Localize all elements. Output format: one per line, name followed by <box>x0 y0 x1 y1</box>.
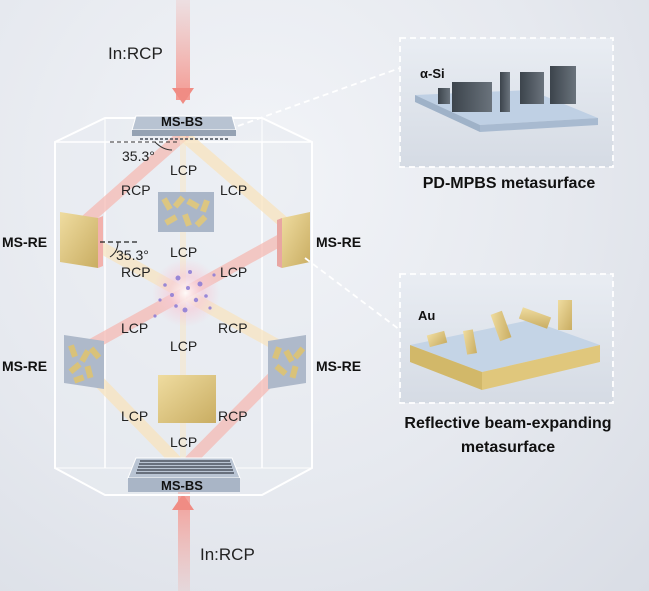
center-pattern-tile <box>158 192 214 232</box>
ms-bs-top <box>131 115 237 140</box>
gold-pillars <box>426 300 572 355</box>
inset-bottom-panel <box>399 273 614 404</box>
ms-re-upper-right <box>277 212 310 268</box>
input-beam-bottom <box>178 492 190 591</box>
center-particles <box>153 270 216 318</box>
inset-top-panel <box>399 37 614 168</box>
input-arrow-bottom <box>172 494 194 510</box>
angle-label-left: 35.3° <box>116 247 149 263</box>
ms-bs-bottom <box>127 457 241 492</box>
pol-row2-right: LCP <box>220 264 248 280</box>
inset-bottom-material: Au <box>418 308 436 323</box>
inset-top-material: α-Si <box>420 66 445 81</box>
ms-re-lower-right <box>268 335 306 389</box>
inset-top-title: PD-MPBS metasurface <box>422 175 596 192</box>
pol-row3-right: RCP <box>218 320 248 336</box>
silicon-pillars <box>438 66 576 112</box>
pol-row1-right: LCP <box>220 182 248 198</box>
pol-row3-center: LCP <box>170 338 198 354</box>
pol-row4-left: LCP <box>121 408 149 424</box>
ms-re-lower-right-label: MS-RE <box>316 358 362 374</box>
pol-row4-right: RCP <box>218 408 248 424</box>
input-beam-top <box>176 0 190 100</box>
angle-arc-top <box>154 141 173 151</box>
ms-re-lower-left-label: MS-RE <box>2 358 48 374</box>
input-arrow-top <box>172 88 194 104</box>
ms-re-upper-right-label: MS-RE <box>316 234 362 250</box>
center-gold-tile <box>158 375 216 423</box>
inset-bottom-title-line1: Reflective beam-expanding <box>404 415 612 432</box>
pol-row1-center: LCP <box>170 162 198 178</box>
pol-row2-left: RCP <box>121 264 151 280</box>
ms-bs-top-label: MS-BS <box>161 114 203 129</box>
pol-row4-center: LCP <box>170 434 198 450</box>
ms-re-upper-left <box>60 212 103 268</box>
angle-arc-left <box>109 241 119 258</box>
center-glow <box>152 259 220 327</box>
input-label-bottom: In:RCP <box>200 545 255 564</box>
connector-top <box>237 67 401 127</box>
inset-bottom-title-line2: metasurface <box>460 439 556 456</box>
pol-row2-center: LCP <box>170 244 198 260</box>
ms-re-lower-left <box>64 335 104 389</box>
input-label-top: In:RCP <box>108 44 163 63</box>
pol-row3-left: LCP <box>121 320 149 336</box>
ms-re-upper-left-label: MS-RE <box>2 234 48 250</box>
pol-row1-left: RCP <box>121 182 151 198</box>
angle-label-top: 35.3° <box>122 148 155 164</box>
ms-bs-bottom-label: MS-BS <box>161 478 203 493</box>
